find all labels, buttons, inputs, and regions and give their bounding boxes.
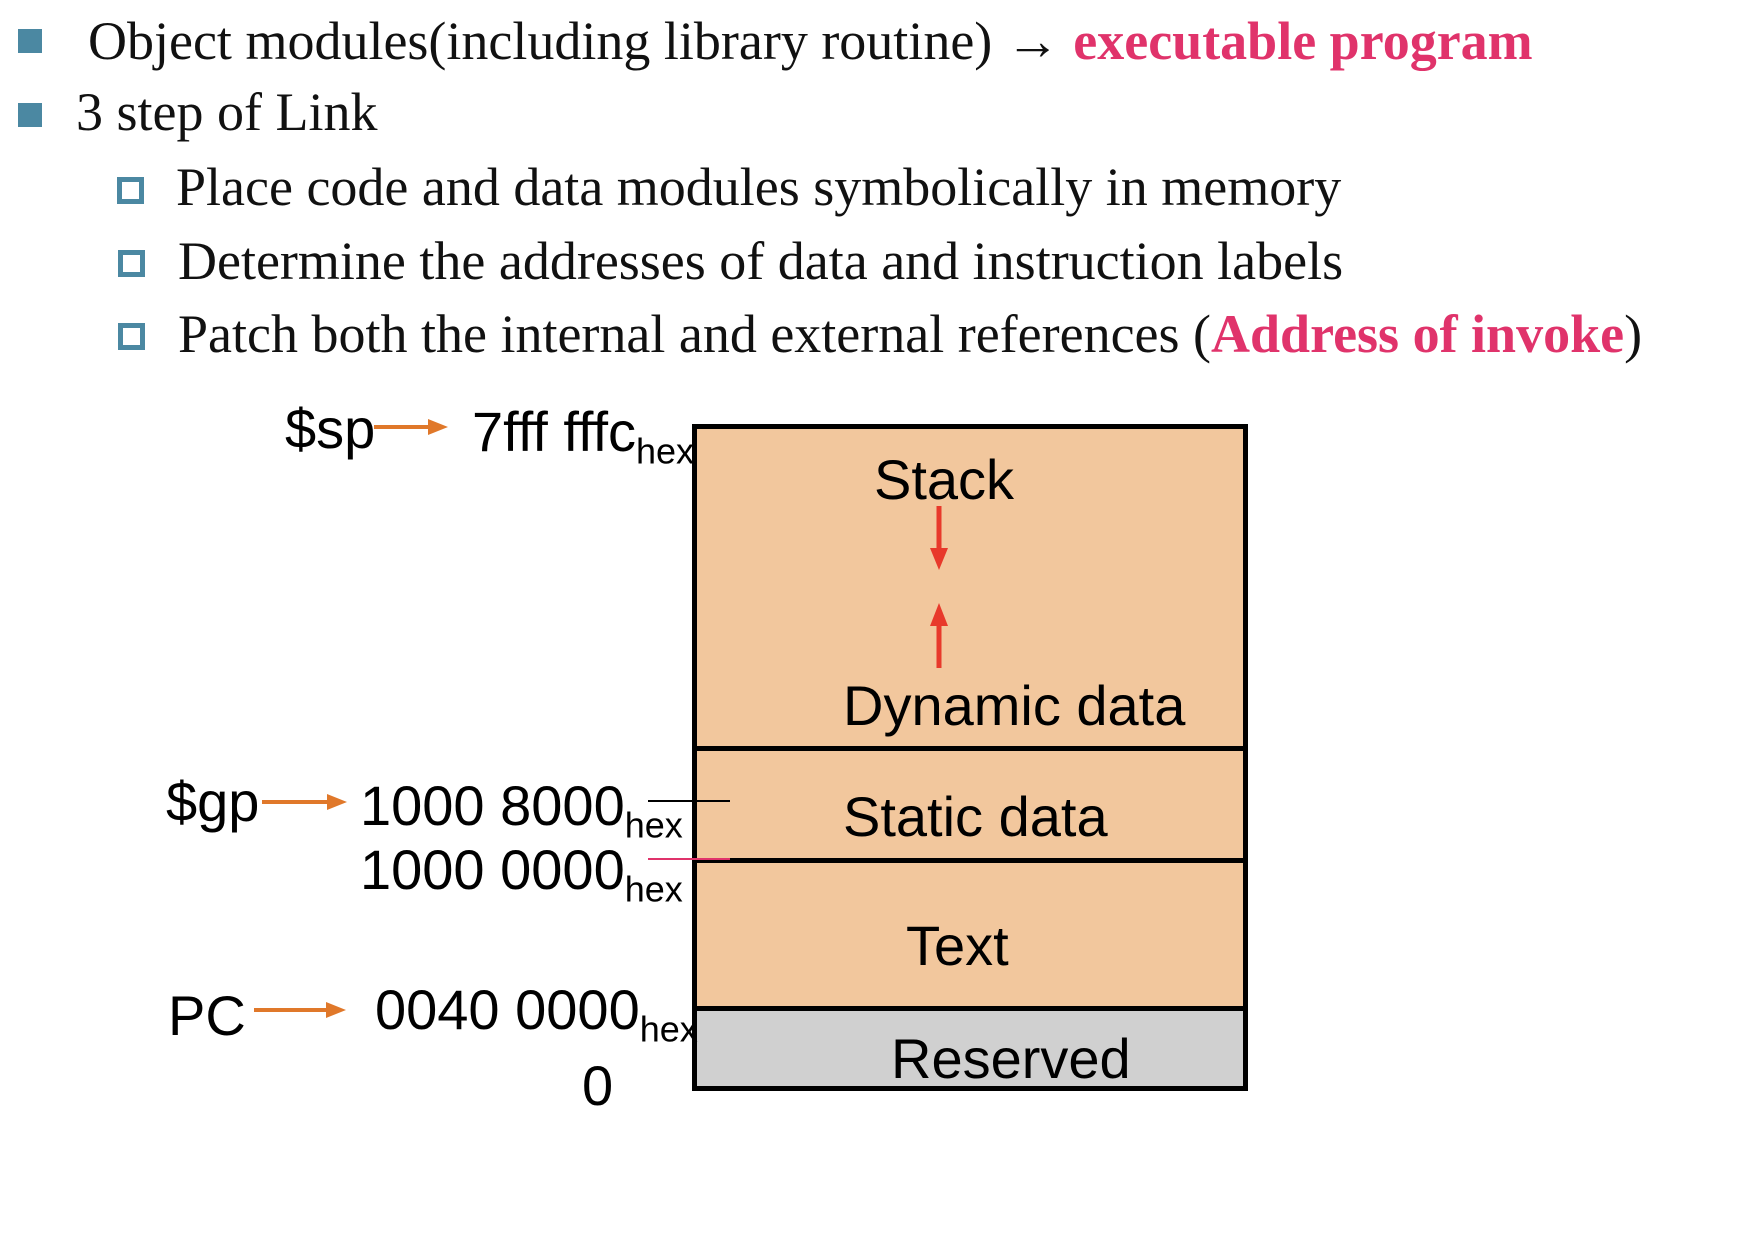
sub-bullet-tail: ) xyxy=(1624,304,1643,364)
heap-growth-up-arrow-icon xyxy=(930,603,948,668)
divider-text-reserved xyxy=(692,1006,1248,1011)
segment-label-dynamic-data: Dynamic data xyxy=(843,674,1186,737)
divider-static-text xyxy=(692,858,1248,863)
register-pc: PC xyxy=(168,984,246,1047)
sub-bullet-text: Patch both the internal and external ref… xyxy=(178,304,1212,364)
segment-stack-dynamic xyxy=(692,424,1248,749)
bullet-square-icon xyxy=(18,29,42,53)
address-suffix: hex xyxy=(624,868,683,910)
address-value: 7fff fffc xyxy=(472,400,637,463)
address-suffix: hex xyxy=(624,804,683,846)
bullet-text: Object modules(including library routine… xyxy=(88,11,1074,71)
address-gp: 1000 8000hex xyxy=(360,778,683,844)
segment-text xyxy=(692,861,1248,1009)
address-static-base: 1000 0000hex xyxy=(360,842,683,908)
segment-static-data xyxy=(692,749,1248,861)
segment-label-text: Text xyxy=(906,914,1009,977)
sub-bullet-square-icon xyxy=(117,177,144,204)
register-sp: $sp xyxy=(285,397,376,460)
segment-reserved xyxy=(692,1009,1248,1091)
sub-bullet-square-icon xyxy=(118,323,145,350)
sub-bullet-determine-addresses: Determine the addresses of data and inst… xyxy=(178,234,1343,288)
bullet-text: 3 step of Link xyxy=(76,82,378,142)
divider-dynamic-static xyxy=(692,746,1248,751)
segment-label-reserved: Reserved xyxy=(891,1027,1131,1090)
bullet-object-modules: Object modules(including library routine… xyxy=(88,14,1533,68)
address-pc: 0040 0000hex xyxy=(375,982,698,1048)
address-value: 1000 0000 xyxy=(360,838,625,901)
address-suffix: hex xyxy=(639,1008,698,1050)
address-zero: 0 xyxy=(582,1058,613,1114)
pc-pointer-arrow-icon xyxy=(254,1002,346,1018)
sub-bullet-place-code: Place code and data modules symbolically… xyxy=(176,160,1341,214)
bullet-highlight: executable program xyxy=(1073,11,1533,71)
segment-label-stack: Stack xyxy=(874,448,1015,511)
address-value: 0040 0000 xyxy=(375,978,640,1041)
address-suffix: hex xyxy=(636,430,695,472)
stack-growth-down-arrow-icon xyxy=(930,506,948,570)
address-value: 1000 8000 xyxy=(360,774,625,837)
address-value: 0 xyxy=(582,1054,614,1117)
register-gp: $gp xyxy=(166,770,260,833)
sub-bullet-square-icon xyxy=(118,250,145,277)
segment-label-static-data: Static data xyxy=(843,785,1108,848)
bullet-square-icon xyxy=(18,103,42,127)
address-sp: 7fff fffchex xyxy=(472,404,694,470)
sub-bullet-text: Place code and data modules symbolically… xyxy=(176,157,1342,217)
bullet-link-steps: 3 step of Link xyxy=(76,85,377,139)
sub-bullet-patch-references: Patch both the internal and external ref… xyxy=(178,307,1642,361)
gp-pointer-arrow-icon xyxy=(262,794,347,810)
sp-pointer-arrow-icon xyxy=(374,419,448,435)
sub-bullet-highlight: Address of invoke xyxy=(1211,304,1625,364)
sub-bullet-text: Determine the addresses of data and inst… xyxy=(178,231,1344,291)
